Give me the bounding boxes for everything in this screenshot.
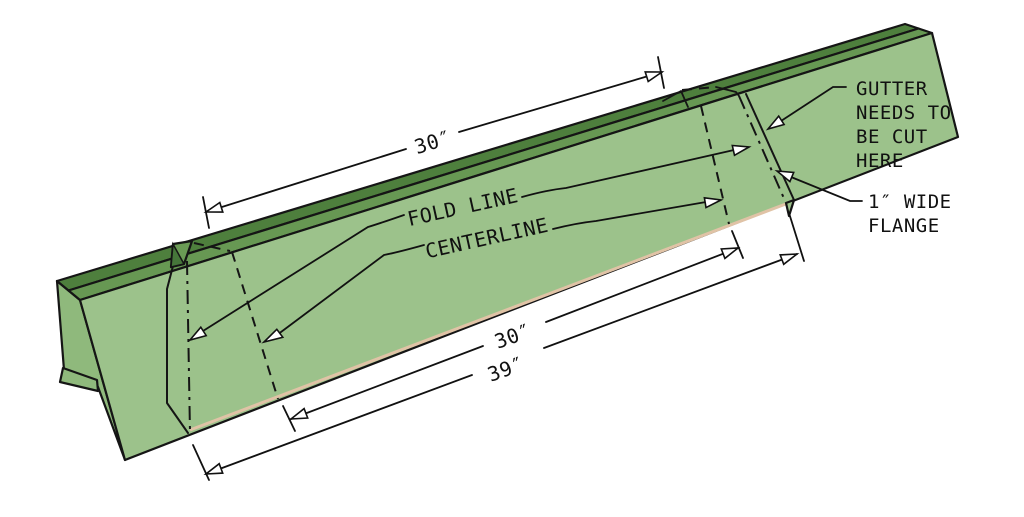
cut-note-line: BE CUT [856, 126, 928, 148]
dimension-arrow [203, 201, 224, 213]
foot-flange [58, 366, 100, 393]
dimension-line [545, 247, 739, 323]
right-centerline-dashed [700, 105, 730, 225]
right-end-details [662, 86, 796, 225]
dimension-line [290, 345, 484, 420]
dimension-line [205, 374, 473, 475]
front-face [78, 31, 960, 462]
leader-arrow [765, 114, 786, 131]
left-fold-edge-line [166, 265, 189, 434]
cut-note-leader [780, 86, 847, 122]
dimension-arrow [203, 462, 224, 475]
extension-line [282, 405, 296, 432]
left-centerline-dashed [231, 251, 279, 400]
gutter-body [55, 22, 960, 462]
leader-arrow [261, 328, 285, 344]
extension-line [788, 212, 805, 262]
dimension-arrow [644, 71, 665, 83]
flange-note-leader [790, 176, 863, 202]
cut-note-line: NEEDS TO [856, 102, 952, 124]
left-end-details [166, 239, 279, 434]
dimension-line [205, 148, 407, 213]
leader-arrow [774, 169, 795, 183]
left-top-tab-shadow [170, 241, 186, 268]
left-top-strip-dashes [193, 242, 231, 252]
flange-note-line: 1″ WIDE [868, 191, 952, 213]
right-fold-dashdot-line [738, 95, 787, 204]
cut-note: GUTTER NEEDS TO BE CUT HERE [765, 78, 952, 172]
dimension-line [543, 253, 798, 349]
cut-note-line: HERE [856, 150, 904, 172]
fold-line-leader-left [202, 214, 405, 332]
centerline-leader-right [552, 201, 707, 230]
dimension-arrow [720, 247, 741, 260]
flange-bottom-tab [784, 198, 796, 218]
dimension-bottom-30: 30″ [282, 230, 744, 432]
extension-line [731, 230, 744, 259]
cut-note-line: GUTTER [856, 78, 928, 100]
dimension-line [458, 71, 663, 133]
right-top-tab-edge [662, 90, 689, 108]
centerline-leader-left [276, 244, 425, 336]
right-top-strip-dashes [681, 86, 717, 91]
leader-arrow [187, 325, 208, 342]
leader-arrow [731, 144, 752, 157]
leader-arrow [703, 196, 724, 209]
bottom-hem-edge [189, 200, 792, 432]
right-top-tab-edge2 [715, 86, 740, 97]
fold-line-leader-right [521, 149, 735, 198]
dimension-arrow [288, 407, 309, 420]
dimension-arrow [779, 253, 800, 266]
flange-note-line: FLANGE [868, 215, 940, 237]
flange-note: 1″ WIDE FLANGE [774, 169, 952, 237]
flange-cut-edge [745, 93, 795, 201]
